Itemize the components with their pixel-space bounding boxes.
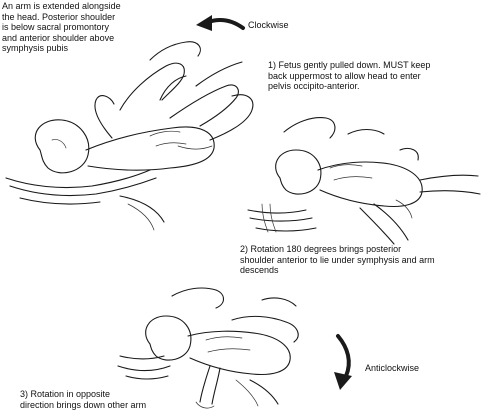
clockwise-arrow-icon [196,15,243,31]
step3-line: 3) Rotation in opposite [20,389,146,400]
step3-caption: 3) Rotation in opposite direction brings… [20,389,146,410]
anticlockwise-arrow-icon [334,336,352,390]
step2-line: descends [240,265,435,276]
clockwise-label-text: Clockwise [248,20,289,31]
step3-line: direction brings down other arm [20,400,146,411]
arm-note-line: and anterior shoulder above [2,33,121,44]
step1-line: 1) Fetus gently pulled down. MUST keep [268,60,430,71]
step1-line: pelvis occipito-anterior. [268,81,430,92]
arm-note-line: is below sacral promontory [2,22,121,33]
arm-note-line: the head. Posterior shoulder [2,12,121,23]
anticlockwise-label: Anticlockwise [365,363,419,374]
step2-line: shoulder anterior to lie under symphysis… [240,255,435,266]
panel1-drawing [6,42,253,230]
arm-note-line: symphysis pubis [2,43,121,54]
anticlockwise-label-text: Anticlockwise [365,363,419,374]
clockwise-label: Clockwise [248,20,289,31]
step1-line: back uppermost to allow head to enter [268,71,430,82]
arm-extended-note: An arm is extended alongside the head. P… [2,1,121,54]
arm-note-line: An arm is extended alongside [2,1,121,12]
step2-line: 2) Rotation 180 degrees brings posterior [240,244,435,255]
step2-caption: 2) Rotation 180 degrees brings posterior… [240,244,435,276]
panel2-drawing [248,118,480,244]
step1-caption: 1) Fetus gently pulled down. MUST keep b… [268,60,430,92]
